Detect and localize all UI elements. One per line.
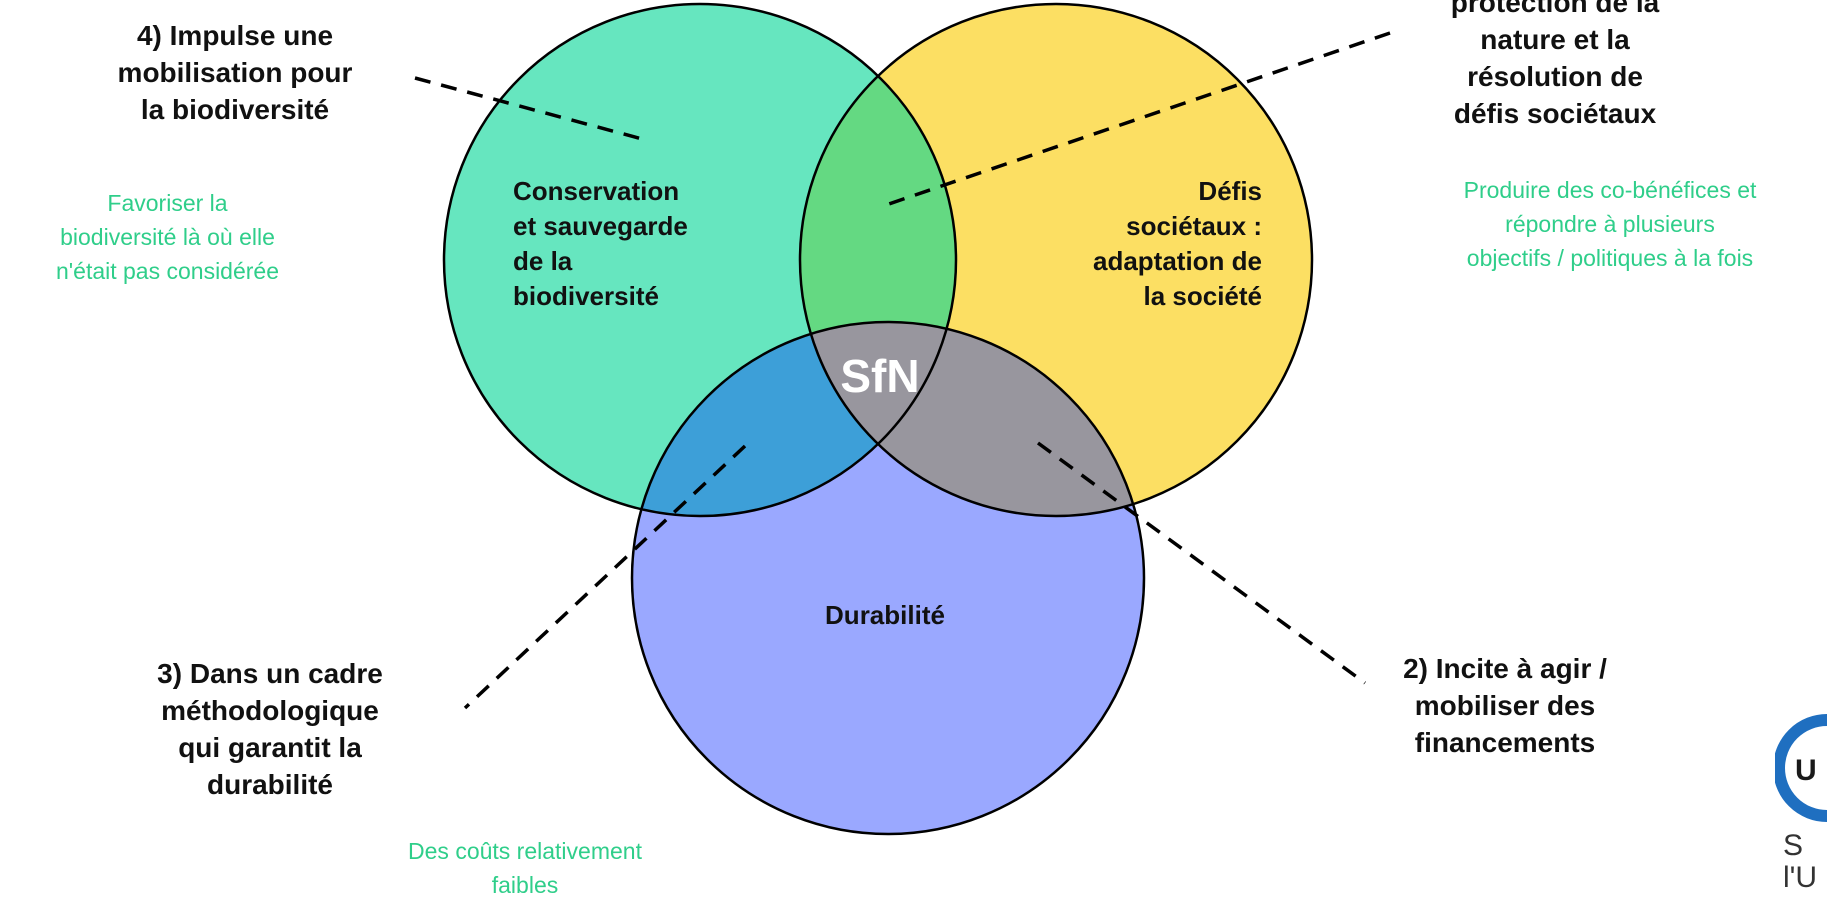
logo-badge-text: U (1795, 754, 1817, 787)
label-conservation: Conservation et sauvegarde de la biodive… (513, 176, 688, 311)
label-societal-challenges: Défis sociétaux : adaptation de la socié… (1092, 176, 1262, 311)
callout-4-biodiversity-mobilisation: 4) Impulse une mobilisation pour la biod… (117, 20, 353, 125)
label-durability: Durabilité (825, 600, 945, 630)
connector-line-1 (879, 31, 1391, 209)
callout-2-funding-mobilisation: 2) Incite à agir / mobiliser des finance… (1403, 653, 1607, 758)
callout-3-methodological-framework: 3) Dans un cadre méthodologique qui gara… (157, 658, 383, 800)
logo-badge-icon: U (1775, 714, 1827, 822)
connector-line-4 (414, 76, 647, 142)
note-low-costs: Des coûts relativement faibles (408, 838, 642, 898)
circle-durability-outline (630, 320, 1146, 836)
callout-1-nature-protection: protection de la nature et la résolution… (1450, 0, 1660, 129)
overlap-conservation-durability (632, 322, 956, 516)
connector-line-2 (1036, 441, 1367, 685)
logo-caption: S l'U (1783, 829, 1818, 894)
note-co-benefits: Produire des co-bénéfices et répondre à … (1463, 177, 1757, 271)
overlap-societal-durability (800, 322, 1144, 516)
center-label-sfn: SfN (840, 350, 919, 402)
circle-societal-outline (798, 2, 1314, 518)
note-favour-biodiversity: Favoriser la biodiversité là où elle n'é… (55, 190, 280, 284)
connector-line-3 (463, 444, 747, 710)
circle-conservation-outline (442, 2, 958, 518)
organization-logo: U S l'U (1775, 712, 1827, 902)
